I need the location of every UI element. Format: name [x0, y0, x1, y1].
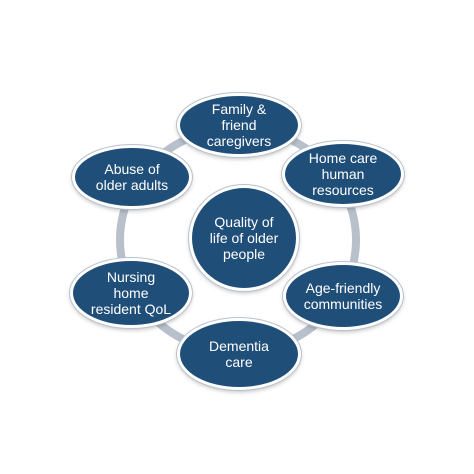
- node-age-friendly-communities: Age-friendly communities: [283, 262, 403, 330]
- center-label: Quality of life of older people: [209, 214, 279, 262]
- node-home-care-human-resources: Home care human resources: [282, 141, 404, 207]
- node-label: Dementia care: [209, 338, 269, 370]
- node-label: Family & friend caregivers: [206, 101, 272, 149]
- node-abuse-of-older-adults: Abuse of older adults: [72, 145, 192, 209]
- node-dementia-care: Dementia care: [177, 318, 301, 390]
- node-family-friend-caregivers: Family & friend caregivers: [177, 93, 301, 157]
- node-label: Abuse of older adults: [95, 161, 169, 193]
- node-label: Nursing home resident QoL: [90, 269, 172, 317]
- node-nursing-home-resident-qol: Nursing home resident QoL: [70, 258, 192, 328]
- node-label: Age-friendly communities: [303, 280, 383, 312]
- node-center-quality-of-life: Quality of life of older people: [189, 185, 299, 291]
- node-label: Home care human resources: [308, 150, 378, 198]
